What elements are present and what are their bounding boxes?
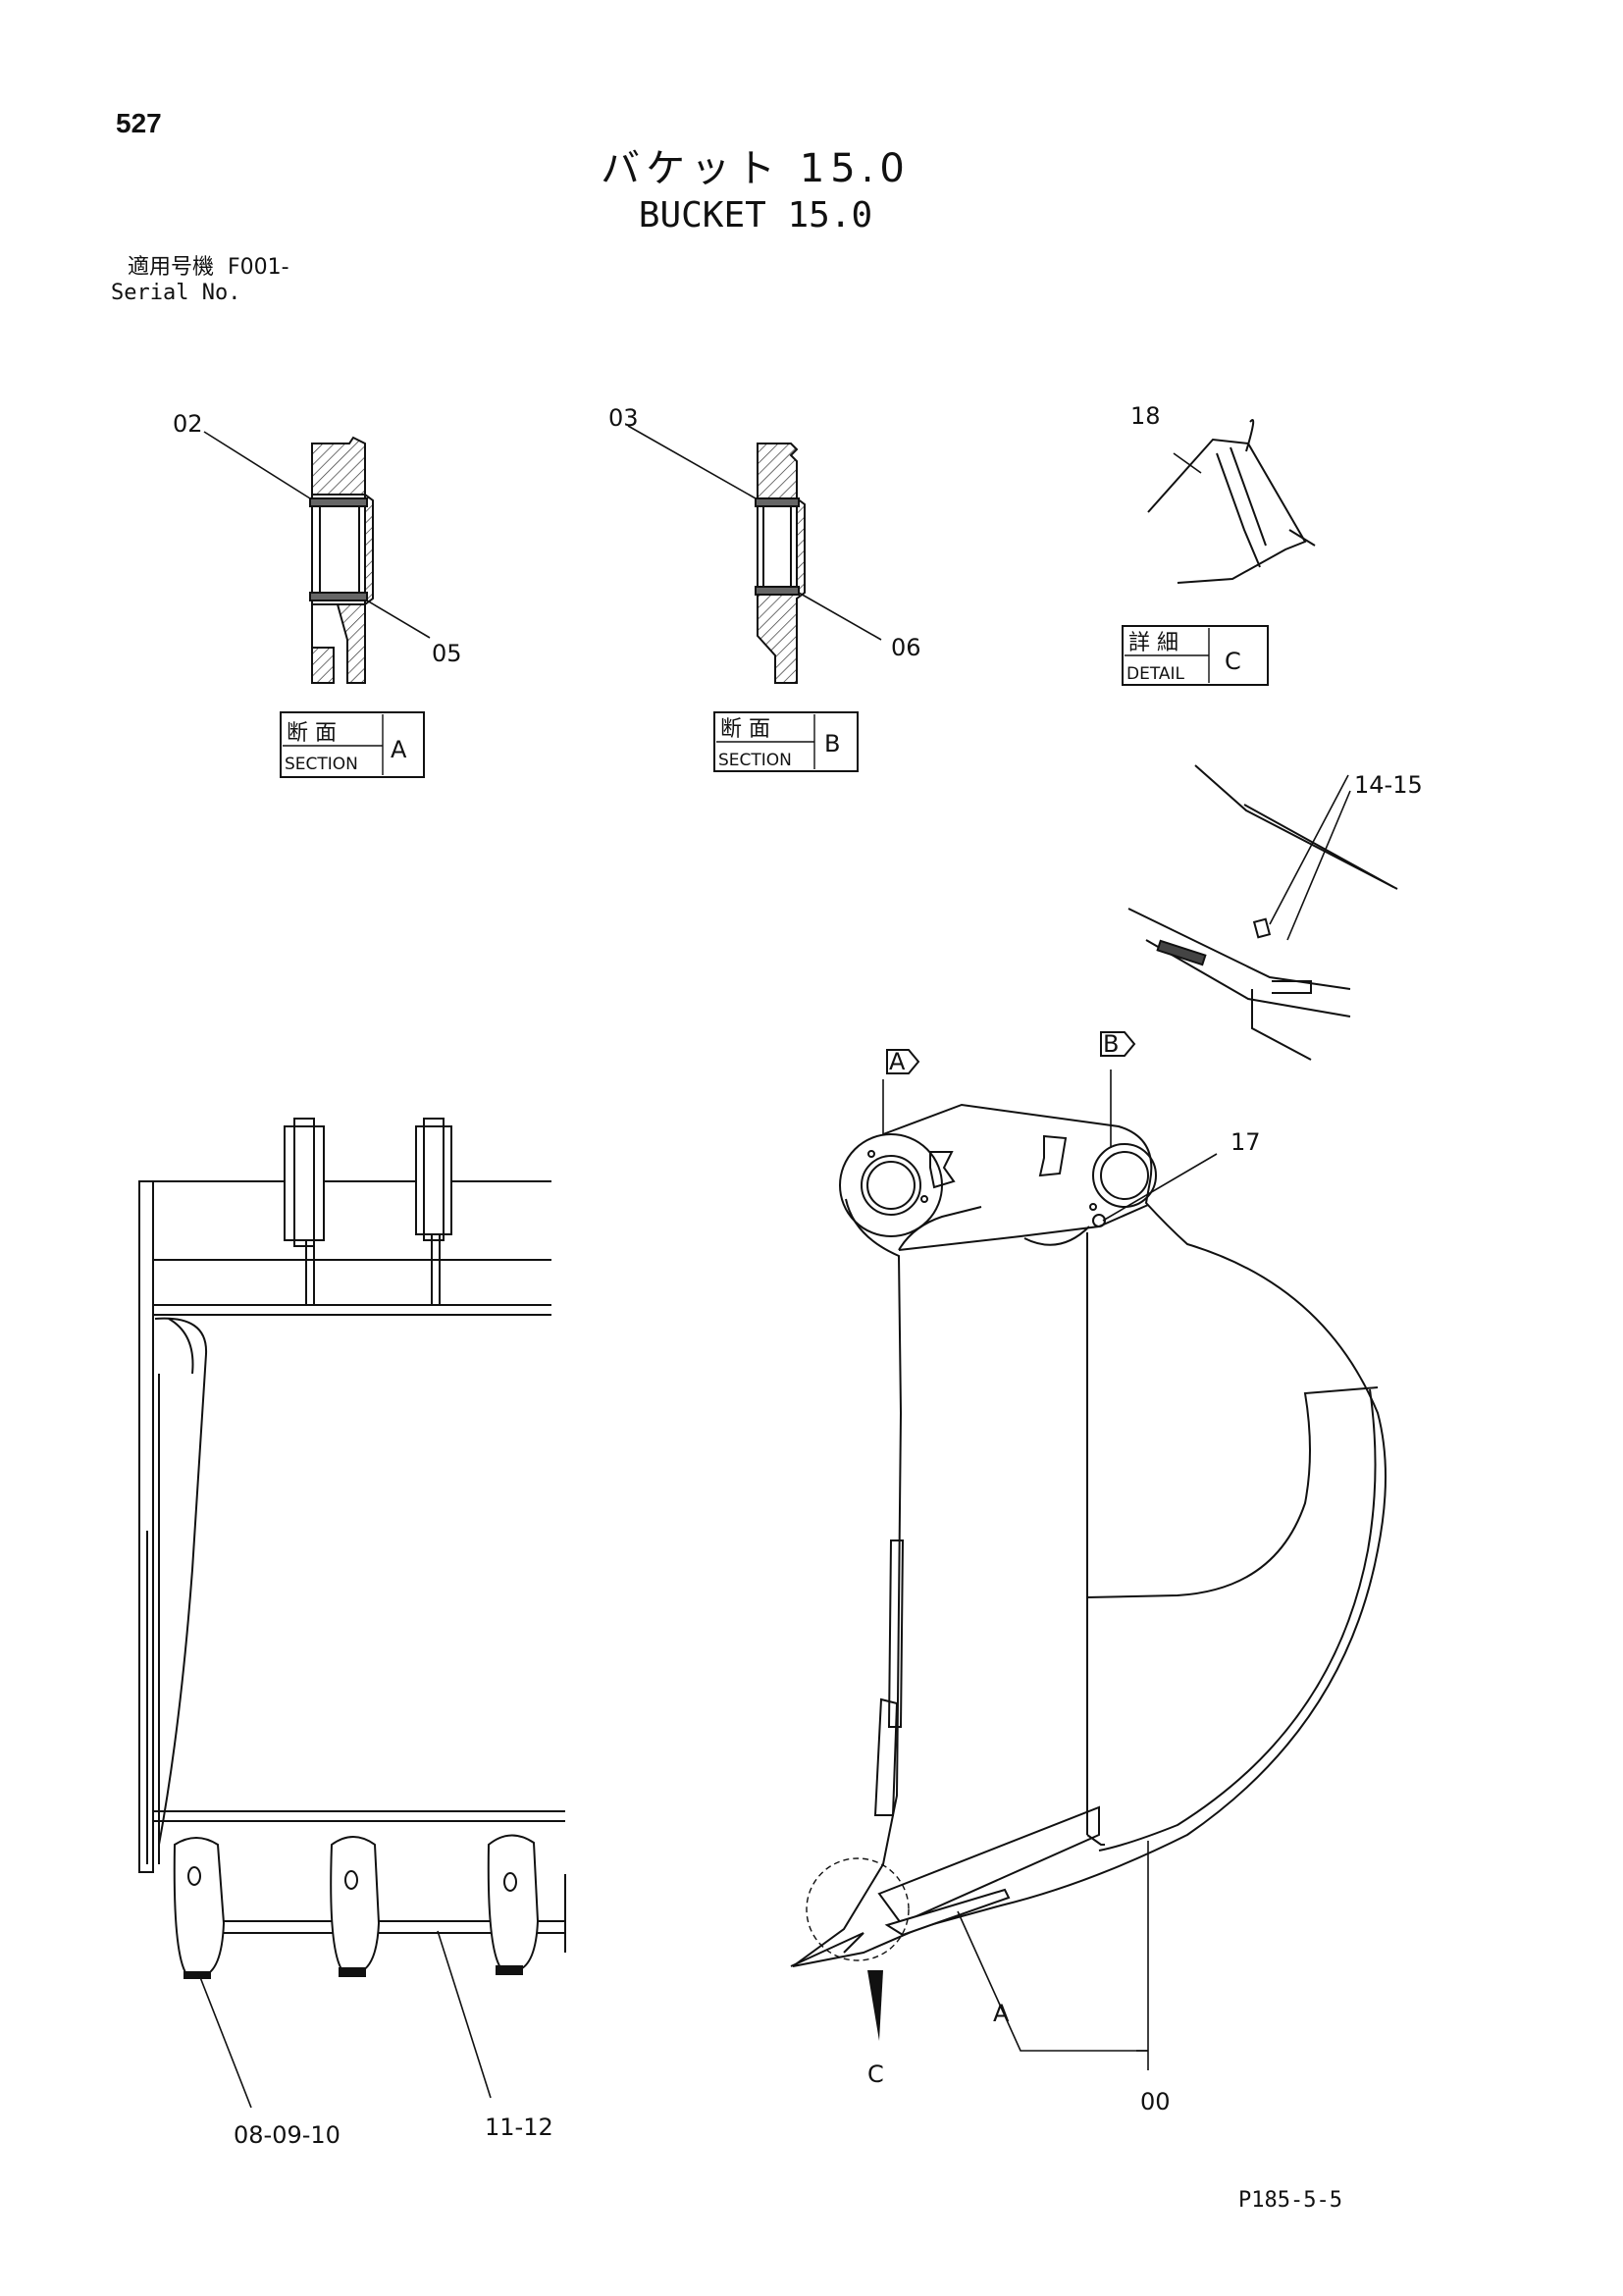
- section-b-jp: 断 面: [720, 717, 770, 742]
- section-a-letter: A: [391, 736, 407, 763]
- page-number: 527: [116, 108, 162, 138]
- flag-b: B: [1103, 1030, 1119, 1058]
- section-b-view: [627, 425, 882, 684]
- serial-label-jp: 適用号機: [128, 255, 215, 280]
- section-a-view: [203, 431, 431, 684]
- detail-c-view: [1147, 419, 1316, 584]
- section-a-label-box: [280, 711, 425, 778]
- bucket-front-view: [138, 1118, 566, 2109]
- serial-label: 適用号機 F001-: [128, 257, 289, 279]
- section-b-letter: B: [824, 730, 840, 757]
- title-japanese: バケット 15.0: [601, 146, 911, 191]
- callout-06: 06: [891, 634, 921, 661]
- callout-02: 02: [173, 410, 203, 438]
- serial-label-en: Serial No.: [111, 281, 241, 305]
- section-a-en: SECTION: [285, 755, 358, 774]
- serial-value: F001-: [228, 255, 289, 280]
- bucket-side-view: [790, 1031, 1387, 2070]
- callout-00: 00: [1140, 2088, 1171, 2115]
- section-a-jp: 断 面: [287, 721, 337, 746]
- page-reference: P185-5-5: [1238, 2188, 1342, 2213]
- callout-18: 18: [1130, 402, 1161, 430]
- section-arrow-a: A: [993, 2000, 1010, 2027]
- detail-c-jp: 詳 細: [1128, 631, 1178, 655]
- callout-14-15: 14-15: [1354, 771, 1423, 799]
- flag-a: A: [889, 1048, 906, 1075]
- callout-05: 05: [432, 640, 462, 667]
- detail-c-en: DETAIL: [1126, 664, 1185, 684]
- detail-c-letter: C: [1225, 648, 1241, 675]
- section-b-en: SECTION: [718, 751, 792, 770]
- callout-11-12: 11-12: [485, 2113, 553, 2141]
- callout-03: 03: [608, 404, 639, 432]
- detail-14-15-view: [1127, 764, 1398, 1061]
- callout-17: 17: [1230, 1128, 1261, 1156]
- detail-arrow-c: C: [867, 2061, 884, 2088]
- title-english: BUCKET 15.0: [638, 195, 873, 235]
- callout-08-09-10: 08-09-10: [234, 2121, 340, 2149]
